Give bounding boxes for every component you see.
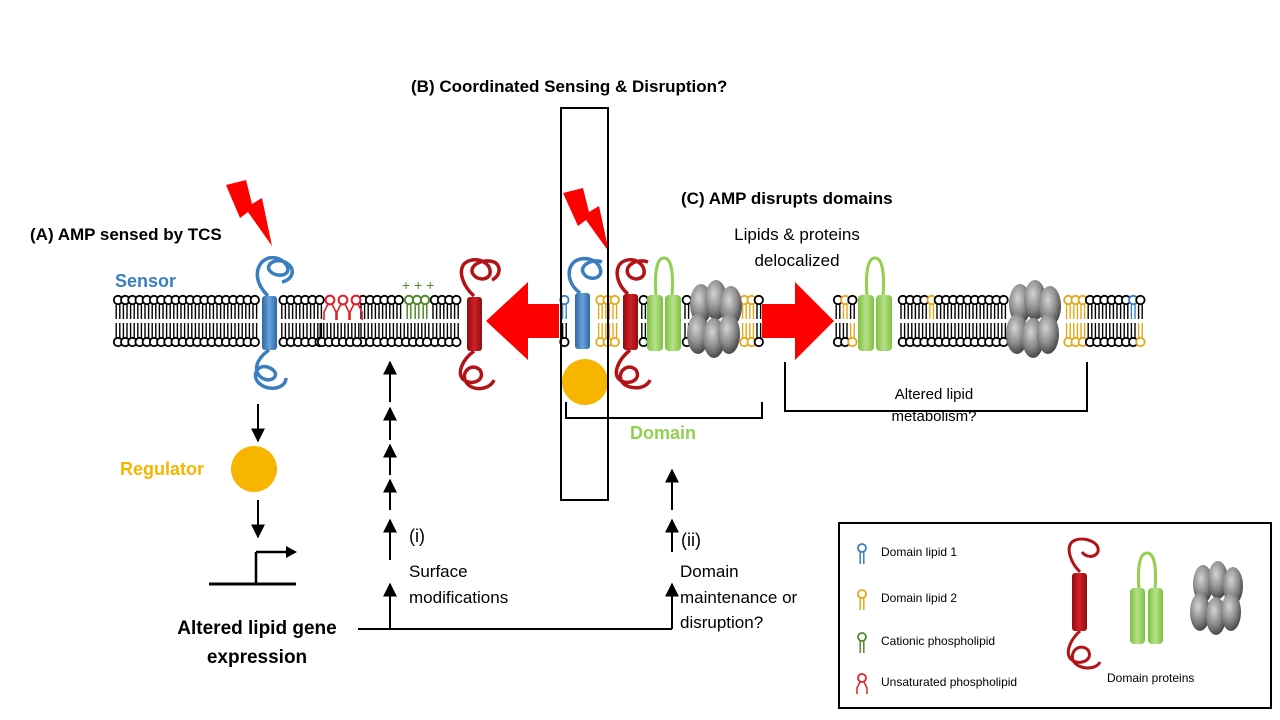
maintenance-label-line2: maintenance or	[680, 588, 798, 607]
domain-protein-green-1	[647, 256, 681, 351]
regulator-circle	[231, 446, 277, 492]
domain-protein-gray-complex-1	[687, 280, 742, 358]
c-title: (C) AMP disrupts domains	[681, 189, 893, 208]
unsaturated-phospholipids	[323, 294, 363, 320]
legend-item-cationic-phospholipid: Cationic phospholipid	[857, 632, 995, 653]
path-ii-label: (ii)	[681, 530, 701, 550]
domain-bracket	[565, 402, 763, 419]
a-title: (A) AMP sensed by TCS	[30, 225, 222, 244]
cationic-charge-label: + + +	[402, 277, 434, 293]
legend-protein-red	[1066, 537, 1102, 670]
sensor-label: Sensor	[115, 271, 176, 291]
surface-label-line2: modifications	[409, 588, 508, 607]
maintenance-label-line3: disruption?	[680, 613, 763, 632]
domain-protein-red-2	[614, 258, 652, 390]
legend-label-1: Domain lipid 2	[881, 591, 957, 605]
domain-protein-gray-complex-2	[1006, 280, 1061, 358]
altered-lipid-label-line2: metabolism?	[891, 408, 976, 425]
legend-label-3: Unsaturated phospholipid	[881, 675, 1017, 689]
sensor-protein	[253, 255, 294, 390]
path-i-label: (i)	[409, 526, 425, 546]
legend-label-2: Cationic phospholipid	[881, 634, 995, 648]
delocalized-label-line2: delocalized	[754, 251, 839, 270]
cationic-phospholipids	[403, 294, 431, 319]
delocalized-label-line1: Lipids & proteins	[734, 225, 860, 244]
maintenance-label-line1: Domain	[680, 562, 739, 581]
b-title: (B) Coordinated Sensing & Disruption?	[411, 77, 727, 96]
gene-promoter-icon	[209, 546, 297, 586]
delocalization-arrow-right	[762, 282, 834, 360]
gene-expression-label-line2: expression	[207, 647, 307, 668]
legend-protein-green	[1130, 551, 1163, 644]
surface-label-line1: Surface	[409, 562, 468, 581]
legend-item-unsaturated-phospholipid: Unsaturated phospholipid	[856, 673, 1017, 694]
coordinated-sensing-box	[560, 107, 609, 501]
domain-label: Domain	[630, 423, 696, 443]
regulator-bound-circle	[562, 359, 608, 405]
gene-expression-label-line1: Altered lipid gene	[177, 618, 336, 639]
legend-label-0: Domain lipid 1	[881, 545, 957, 559]
legend: Domain lipid 1 Domain lipid 2 Cationic pho…	[838, 522, 1272, 709]
amp-lightning-bolt-b	[563, 188, 609, 252]
legend-proteins-label: Domain proteins	[1107, 671, 1194, 685]
legend-item-domain-lipid-1: Domain lipid 1	[857, 543, 957, 564]
lipid-bilayer-membrane	[112, 294, 1146, 348]
domain-protein-red-1	[458, 258, 501, 391]
legend-protein-gray	[1190, 561, 1243, 635]
domain-protein-green-2	[858, 256, 892, 351]
sensor-protein-b	[567, 256, 603, 349]
delocalization-arrow-left	[486, 282, 559, 360]
legend-item-domain-lipid-2: Domain lipid 2	[857, 589, 957, 610]
regulator-label: Regulator	[120, 459, 204, 479]
altered-metabolism-bracket	[784, 362, 1088, 412]
altered-lipid-label-line1: Altered lipid	[895, 386, 973, 403]
amp-lightning-bolt-a	[226, 180, 272, 246]
